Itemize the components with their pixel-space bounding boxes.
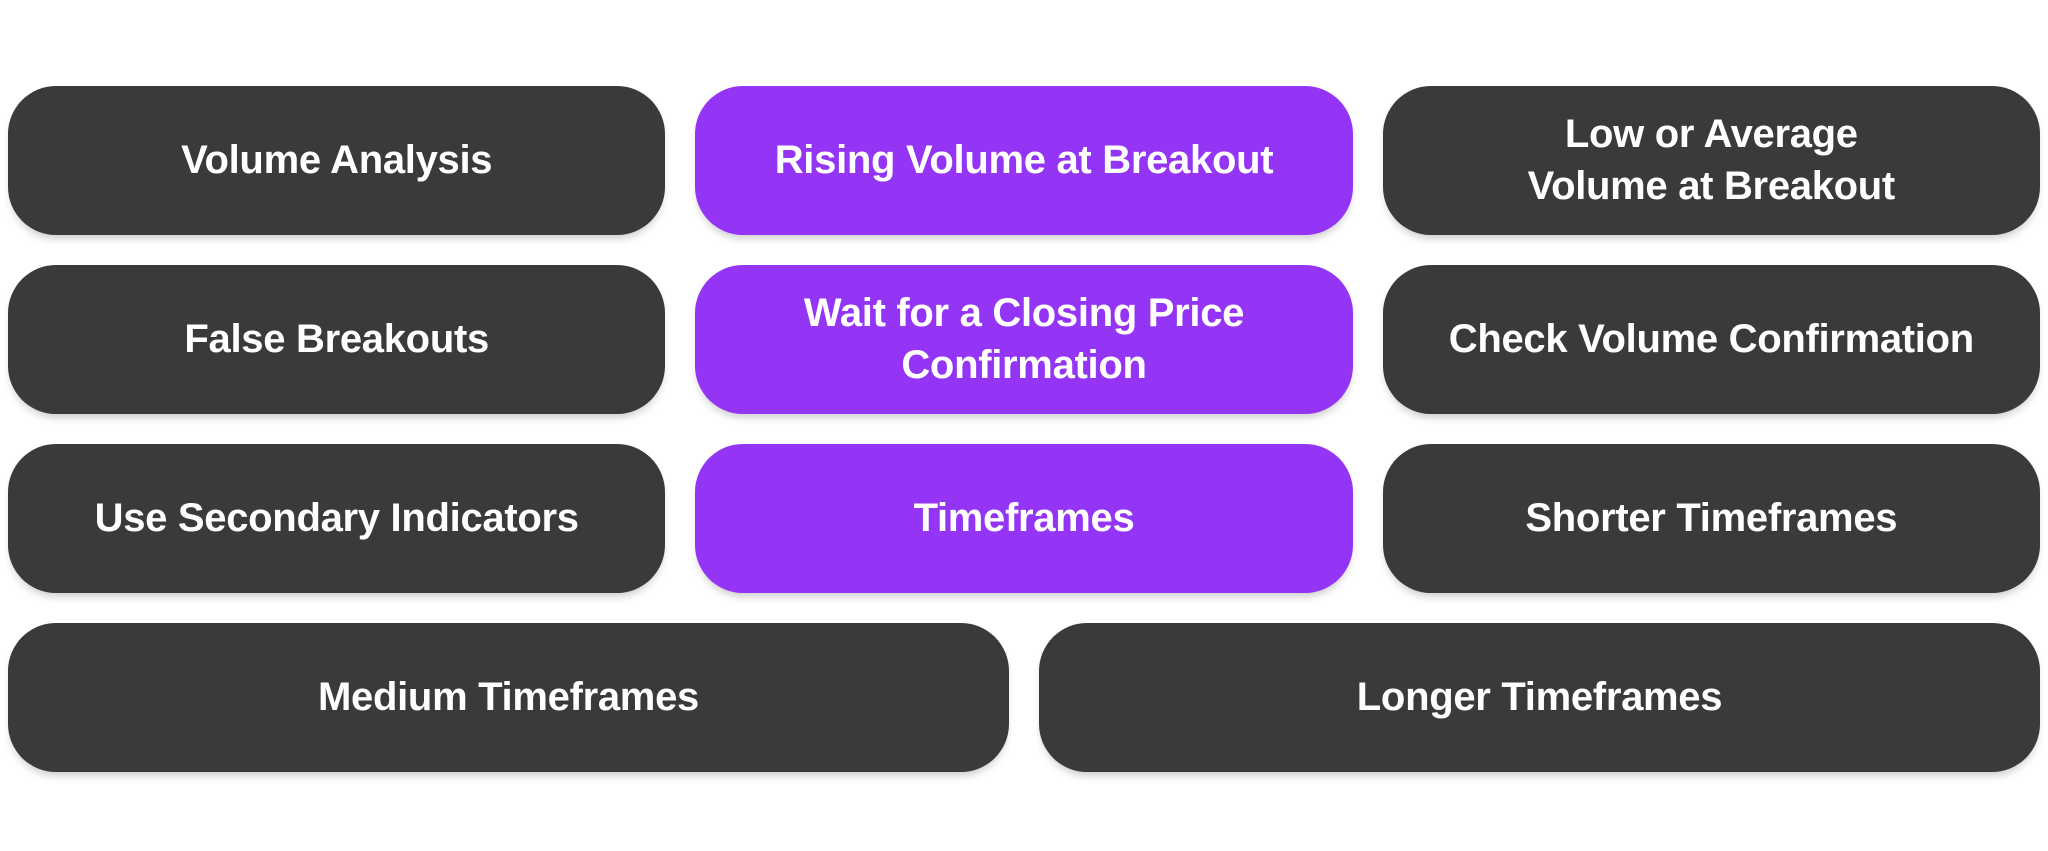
node-medium-timeframes: Medium Timeframes (8, 623, 1009, 772)
node-use-secondary-indicators: Use Secondary Indicators (8, 444, 666, 593)
node-label: Timeframes (913, 495, 1135, 540)
node-label: Longer Timeframes (1356, 674, 1723, 719)
node-longer-timeframes: Longer Timeframes (1039, 623, 2040, 772)
node-grid: Volume Analysis Rising Volume at Breakou… (8, 86, 2040, 772)
node-timeframes: Timeframes (695, 444, 1353, 593)
row-timeframe-lengths: Medium Timeframes Longer Timeframes (8, 623, 2040, 772)
node-label: Check Volume Confirmation (1448, 316, 1974, 361)
node-label: Volume Analysis (181, 137, 493, 182)
node-check-volume-confirmation: Check Volume Confirmation (1382, 265, 2040, 414)
node-label: Wait for a Closing Price Confirmation (803, 291, 1245, 387)
row-false-breakouts: False Breakouts Wait for a Closing Price… (8, 265, 2040, 414)
node-label: Rising Volume at Breakout (774, 137, 1274, 182)
node-label: Use Secondary Indicators (94, 495, 579, 540)
node-low-or-average-volume-at-breakout: Low or Average Volume at Breakout (1382, 86, 2040, 235)
node-label: Medium Timeframes (318, 674, 699, 719)
row-volume-analysis: Volume Analysis Rising Volume at Breakou… (8, 86, 2040, 235)
node-wait-for-closing-price-confirmation: Wait for a Closing Price Confirmation (695, 265, 1353, 414)
node-false-breakouts: False Breakouts (8, 265, 666, 414)
row-timeframes: Use Secondary Indicators Timeframes Shor… (8, 444, 2040, 593)
node-label: False Breakouts (184, 316, 489, 361)
node-label: Low or Average Volume at Breakout (1527, 112, 1896, 208)
node-rising-volume-at-breakout: Rising Volume at Breakout (695, 86, 1353, 235)
node-label: Shorter Timeframes (1525, 495, 1898, 540)
node-shorter-timeframes: Shorter Timeframes (1382, 444, 2040, 593)
node-volume-analysis: Volume Analysis (8, 86, 666, 235)
